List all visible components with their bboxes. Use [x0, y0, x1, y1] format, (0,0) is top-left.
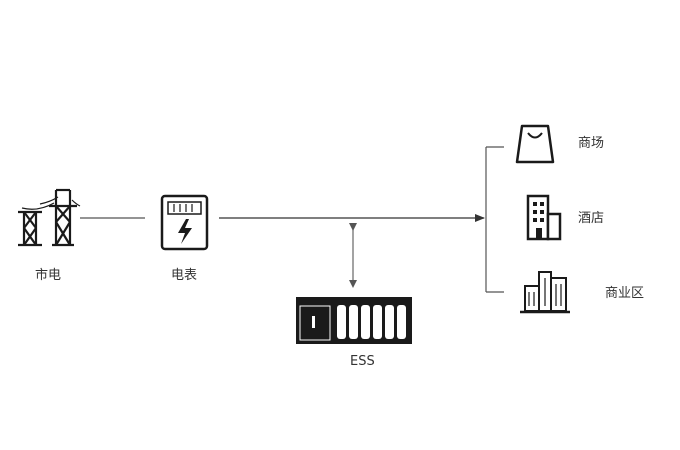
meter-label: 电表 — [171, 268, 198, 283]
shopping-bag-icon — [515, 124, 555, 164]
grid-label: 市电 — [35, 268, 62, 283]
load-label-hotel: 酒店 — [578, 211, 605, 226]
ess-label: ESS — [350, 354, 375, 369]
load-label-mall: 商场 — [578, 136, 605, 151]
commercial-district-icon — [520, 271, 570, 314]
hotel-building-icon — [526, 194, 562, 241]
battery-container-icon — [296, 297, 412, 344]
loads-bracket — [485, 146, 504, 293]
load-label-commercial: 商业区 — [605, 286, 645, 301]
electric-meter-icon — [160, 194, 209, 251]
power-tower-icon — [18, 188, 81, 247]
